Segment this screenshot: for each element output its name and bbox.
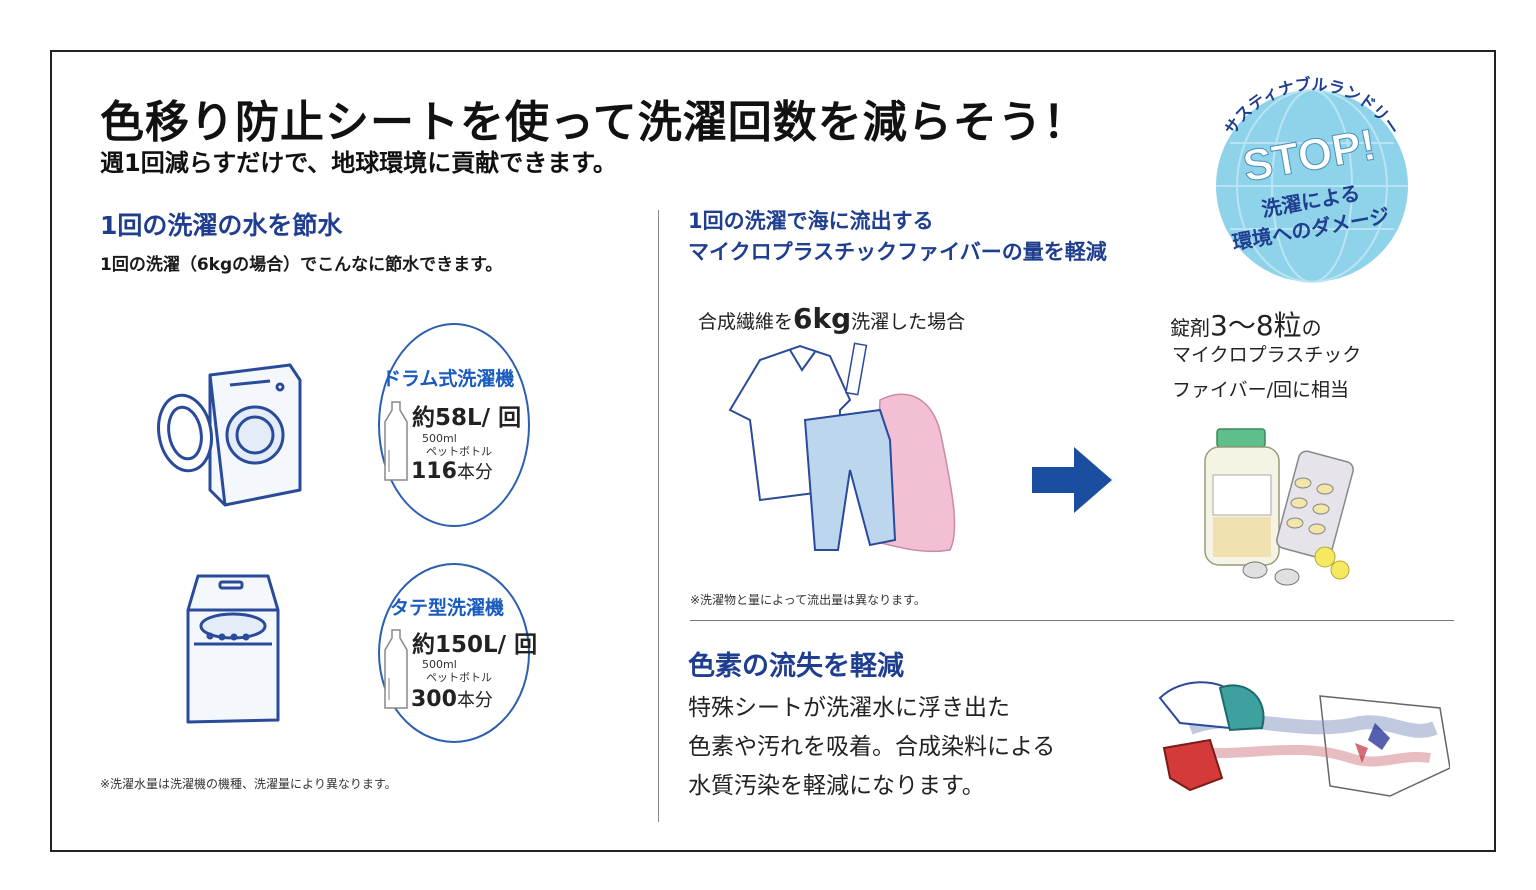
- vertical-washer-title: タテ型洗濯機: [390, 597, 505, 619]
- drum-washer-amount: 約58L/ 回: [412, 405, 522, 431]
- micro-note: ※洗濯物と量によって流出量は異なります。: [690, 593, 926, 607]
- tablet-line3: ファイバー/回に相当: [1172, 379, 1350, 401]
- drum-bottle-size: 500ml: [422, 432, 457, 445]
- micro-heading-line1: 1回の洗濯で海に流出する: [688, 209, 934, 233]
- vertical-bottle-name: ペットボトル: [426, 671, 492, 684]
- micro-heading-line2: マイクロプラスチックファイバーの量を軽減: [688, 240, 1107, 264]
- synthetic-fiber-text: 合成繊維を6kg洗濯した場合: [698, 302, 966, 335]
- water-note: ※洗濯水量は洗濯機の機種、洗濯量により異なります。: [100, 777, 397, 791]
- vertical-bottle-size: 500ml: [422, 658, 457, 671]
- globe-badge-icon: サスティナブルランドリー STOP! 洗濯による 環境へのダメージ: [1200, 68, 1424, 292]
- clothes-icon: [728, 342, 956, 553]
- pet-bottle-icon: [384, 401, 408, 481]
- tablet-line2: マイクロプラスチック: [1172, 344, 1362, 366]
- dye-sheet-icon: [1158, 681, 1450, 797]
- dye-line3: 水質汚染を軽減になります。: [688, 773, 985, 799]
- vertical-bottle-count: 300本分: [411, 687, 493, 712]
- drum-washer-title: ドラム式洗濯機: [382, 368, 515, 390]
- sustainable-laundry-badge: サスティナブルランドリー STOP! 洗濯による 環境へのダメージ: [1200, 68, 1424, 292]
- page-title: 色移り防止シートを使って洗濯回数を減らそう！: [100, 97, 1088, 148]
- drum-bottle-name: ペットボトル: [426, 445, 492, 458]
- vertical-divider: [658, 210, 659, 822]
- dye-line2: 色素や汚れを吸着。合成染料による: [688, 734, 1056, 760]
- pet-bottle-icon: [384, 629, 408, 709]
- water-heading: 1回の洗濯の水を節水: [100, 211, 343, 240]
- vertical-washer-amount: 約150L/ 回: [412, 632, 538, 658]
- drum-washer-icon: [157, 363, 302, 507]
- water-description: 1回の洗濯（6kgの場合）でこんなに節水できます。: [100, 255, 503, 275]
- page-subtitle: 週1回減らすだけで、地球環境に貢献できます。: [100, 149, 617, 177]
- arrow-right-icon: [1032, 447, 1112, 513]
- content-frame: [50, 50, 1496, 852]
- drum-bottle-count: 116本分: [411, 459, 493, 484]
- pills-icon: [1204, 428, 1354, 586]
- vertical-washer-icon: [186, 574, 280, 724]
- tablet-equivalent: 錠剤3～8粒の: [1170, 309, 1322, 342]
- dye-line1: 特殊シートが洗濯水に浮き出た: [688, 695, 1010, 721]
- dye-heading: 色素の流失を軽減: [688, 651, 904, 682]
- horizontal-divider: [690, 620, 1454, 621]
